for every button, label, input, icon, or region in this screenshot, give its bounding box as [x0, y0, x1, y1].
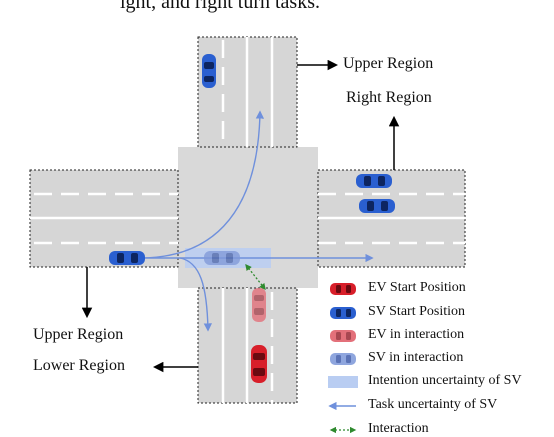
caption-fragment: ight, and right turn tasks. [120, 0, 320, 13]
legend-label: Intention uncertainty of SV [368, 373, 522, 388]
upper-road [197, 36, 298, 148]
task-arrow-left-turn [139, 110, 265, 259]
ev-start-car [251, 345, 267, 383]
sv-car-right-1 [356, 174, 392, 188]
upper-region-top-label: Upper Region [343, 55, 434, 72]
legend-icons [328, 283, 358, 434]
right-region-label: Right Region [346, 89, 432, 106]
sv-start-car-icon [330, 307, 356, 319]
interaction-arrow [245, 263, 266, 291]
right-road [317, 169, 466, 268]
intention-uncertainty-box-icon [328, 376, 358, 388]
legend-label: SV Start Position [368, 304, 465, 319]
upper-region-left-label: Upper Region [33, 326, 124, 343]
lower-region-label: Lower Region [33, 357, 125, 374]
sv-interaction-car-icon [330, 353, 356, 365]
sv-start-car [109, 251, 145, 265]
legend-label: SV in interaction [368, 350, 464, 365]
ev-start-car-icon [330, 283, 356, 295]
ev-interaction-car-icon [330, 330, 356, 342]
ev-interaction-car [252, 288, 266, 322]
left-road [29, 169, 179, 268]
legend-label: Task uncertainty of SV [368, 397, 498, 412]
lower-road [197, 287, 298, 404]
legend-label: Interaction [368, 421, 429, 436]
sv-car-right-2 [359, 199, 395, 213]
sv-interaction-car [204, 251, 240, 265]
sv-car-upper [202, 54, 216, 88]
task-uncertainty-arrows [139, 110, 374, 332]
legend-label: EV Start Position [368, 280, 466, 295]
task-arrow-right-turn [179, 257, 213, 332]
legend-label: EV in interaction [368, 327, 465, 342]
